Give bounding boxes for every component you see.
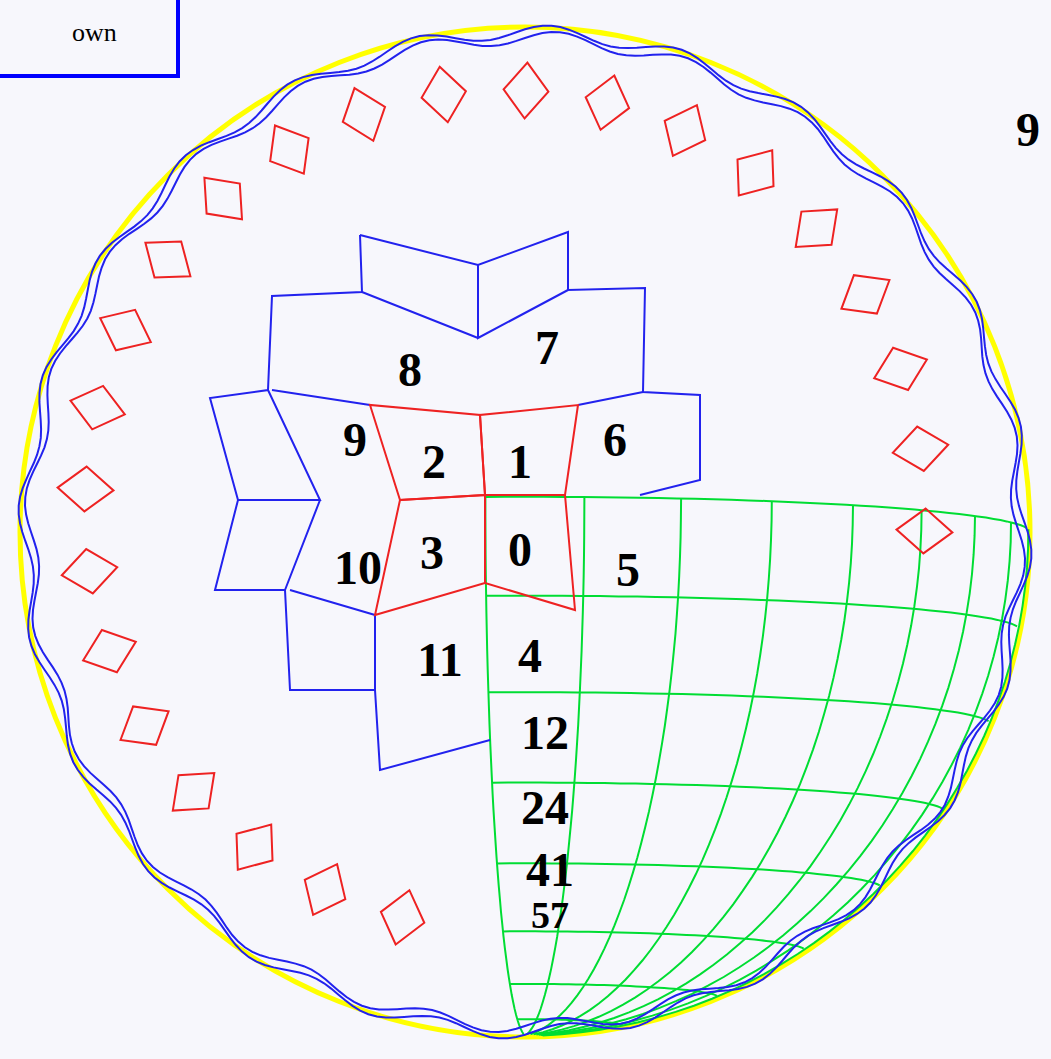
red-outer-face (83, 630, 136, 672)
grid-parallel (510, 984, 717, 996)
red-outer-face (893, 427, 948, 471)
blue-face-outline (210, 235, 490, 770)
red-outer-face (343, 88, 385, 141)
red-outer-face (71, 386, 125, 429)
callout-number: 9 (343, 416, 367, 464)
red-outer-face (173, 773, 215, 811)
grid-meridian (543, 529, 1029, 1035)
red-outer-face (504, 63, 549, 119)
callout-number: 3 (420, 529, 444, 577)
grid-meridian (485, 497, 523, 1034)
note-box: own (0, 0, 180, 78)
red-face (480, 405, 578, 495)
red-outer-face (100, 310, 151, 351)
callout-number: 41 (526, 846, 574, 894)
blue-face-outline (238, 292, 643, 690)
red-outer-face (237, 825, 273, 870)
blue-rim (19, 26, 1032, 1039)
red-outer-face (796, 209, 838, 247)
red-outer-face (381, 890, 424, 944)
callout-number: 5 (616, 546, 640, 594)
callout-number: 9 (1016, 106, 1040, 154)
callout-number: 0 (508, 526, 532, 574)
blue-face-outline (360, 232, 700, 495)
red-face (485, 495, 575, 610)
red-outer-face (665, 105, 706, 156)
callout-number: 12 (521, 709, 569, 757)
blue-rim (25, 32, 1025, 1032)
red-outer-face (738, 150, 774, 195)
grid-meridian (536, 505, 853, 1034)
blue-faces (210, 232, 700, 770)
callout-number: 2 (422, 438, 446, 486)
callout-number: 8 (398, 346, 422, 394)
red-outer-face (62, 549, 117, 593)
red-faces (370, 405, 578, 615)
red-outer-face (422, 67, 466, 122)
callout-number: 57 (531, 896, 569, 934)
grid-meridian (527, 497, 584, 1034)
red-outer-face (841, 275, 889, 313)
red-outer-face (270, 126, 308, 174)
grid-parallel (486, 596, 1017, 627)
callout-number: 24 (521, 784, 569, 832)
red-outer-face (145, 242, 190, 278)
callout-number: 11 (417, 636, 462, 684)
grid-meridian (530, 499, 681, 1035)
grid-meridian (534, 501, 772, 1034)
callout-number: 7 (535, 324, 559, 372)
red-outer-face (58, 467, 114, 512)
outer-ring (19, 26, 1032, 1039)
red-outer-face (874, 348, 927, 390)
grid-meridian (542, 522, 1011, 1035)
red-outer-face (586, 76, 629, 130)
red-outer-face (204, 178, 242, 220)
red-outer-face (121, 706, 169, 744)
red-outer-face (897, 509, 953, 554)
red-face (370, 405, 485, 500)
grid-meridian (541, 516, 975, 1035)
green-grid (485, 497, 1028, 1036)
red-face (375, 495, 485, 615)
note-text: own (72, 18, 117, 48)
callout-number: 1 (508, 438, 532, 486)
sphere-outline (20, 27, 1030, 1037)
callout-number: 10 (334, 544, 382, 592)
red-outer-face (305, 864, 346, 915)
callout-number: 4 (518, 632, 542, 680)
callout-number: 6 (603, 416, 627, 464)
grid-meridian (539, 510, 922, 1034)
